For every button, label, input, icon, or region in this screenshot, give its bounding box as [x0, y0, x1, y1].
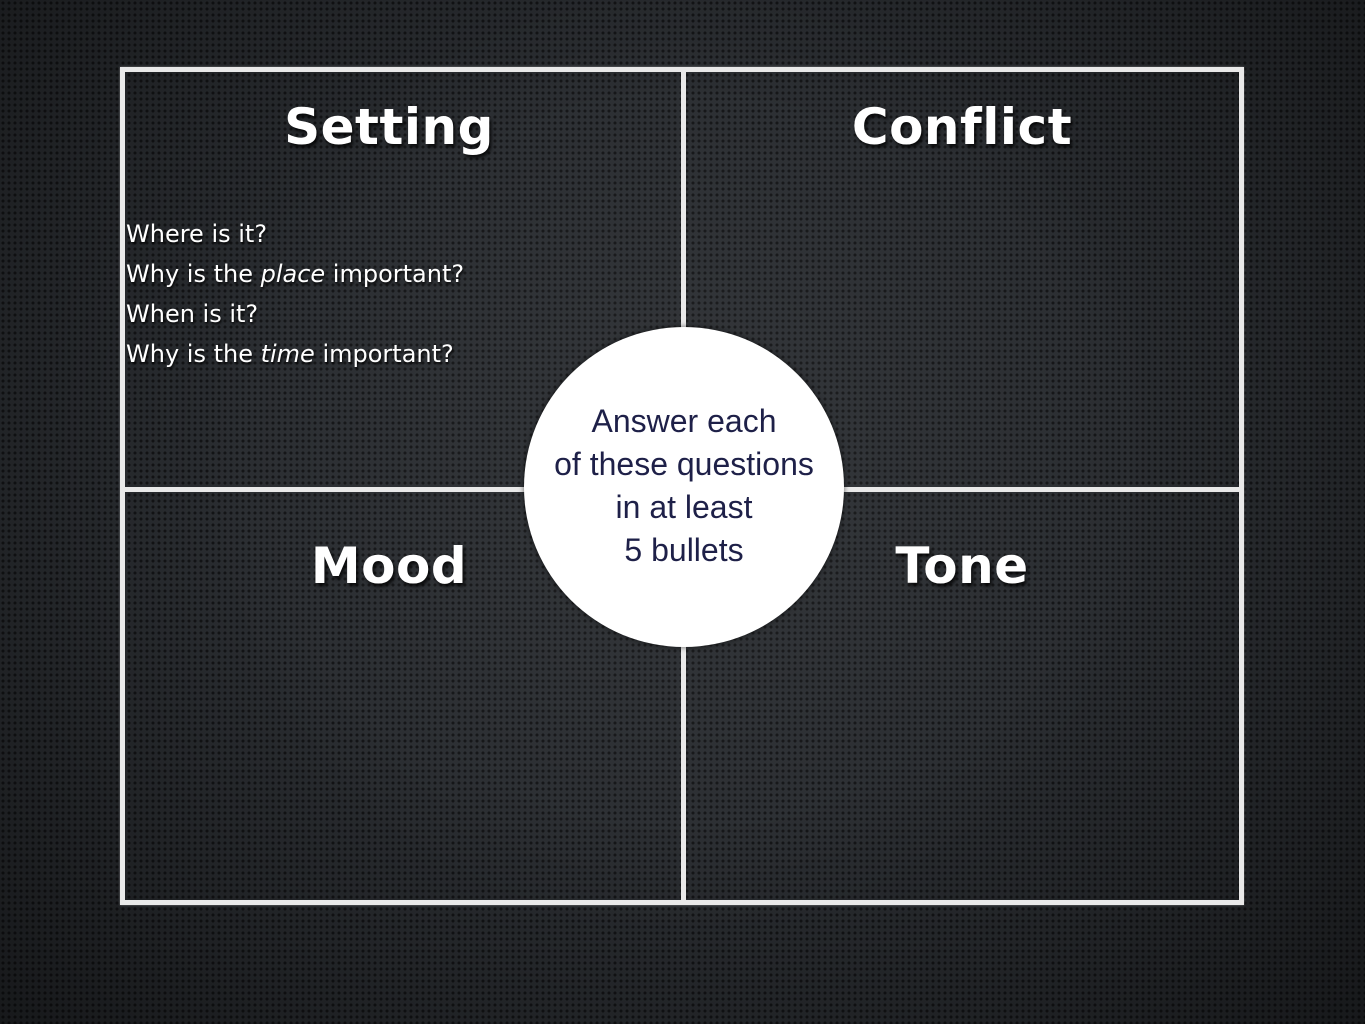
instruction-circle: Answer each of these questions in at lea… [524, 327, 844, 647]
conflict-title: Conflict [851, 98, 1073, 156]
instruction-line: of these questions [554, 446, 814, 482]
instruction-text: Answer each of these questions in at lea… [524, 400, 844, 572]
instruction-line: 5 bullets [624, 532, 744, 568]
mood-title: Mood [310, 537, 468, 595]
setting-question: Why is the time important? [126, 340, 454, 368]
setting-question: Why is the place important? [126, 260, 465, 288]
instruction-line: in at least [615, 489, 753, 525]
setting-question: When is it? [126, 300, 259, 328]
tone-title: Tone [895, 537, 1029, 595]
instruction-line: Answer each [591, 403, 777, 439]
setting-title: Setting [284, 98, 494, 156]
setting-questions: Where is it? Why is the place important?… [126, 214, 464, 374]
setting-question: Where is it? [126, 220, 268, 248]
